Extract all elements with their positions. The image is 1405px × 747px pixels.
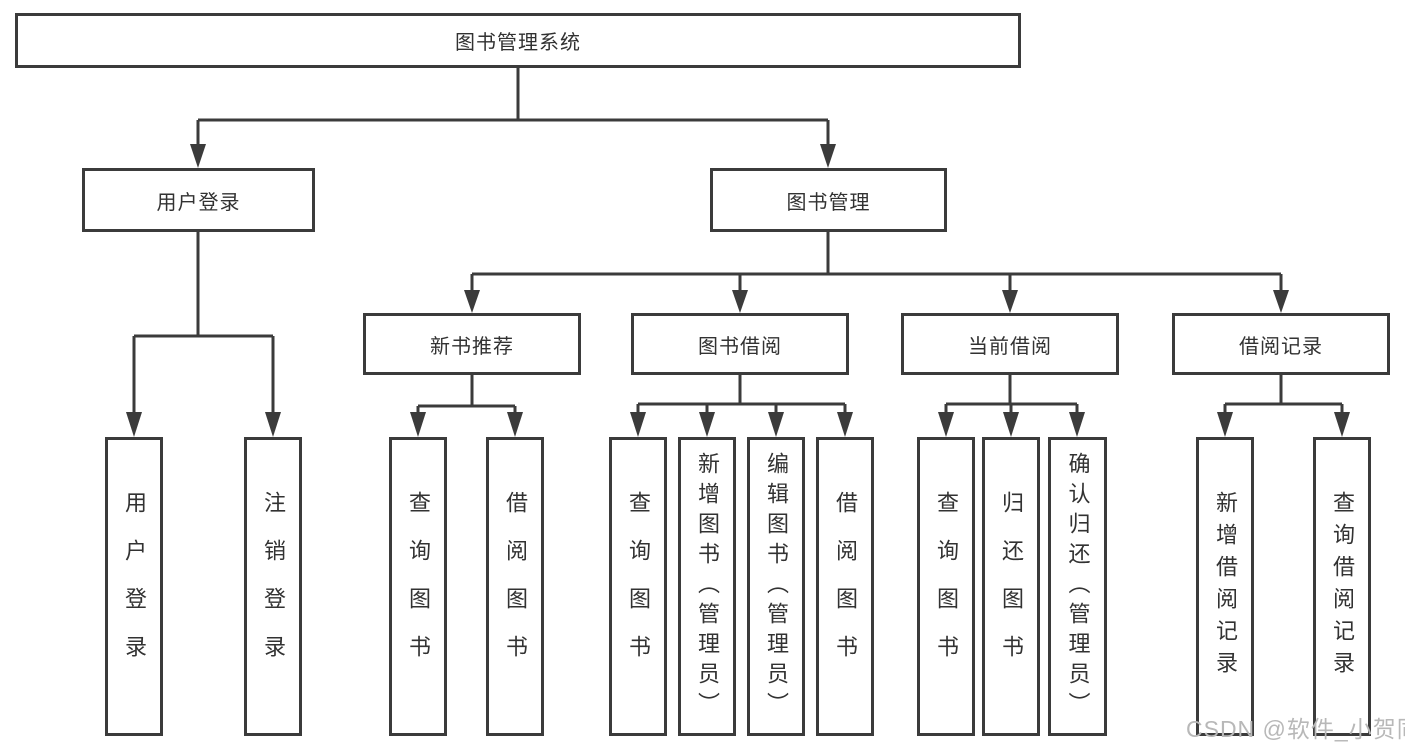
- leaf-label: 借阅图书: [503, 490, 528, 683]
- node-book-borrow: 图书借阅: [631, 313, 849, 375]
- leaf-label: 新增借阅记录: [1213, 490, 1238, 683]
- leaf-label: 查询图书: [934, 490, 959, 683]
- leaf-query-book-borrow: 查询图书: [609, 437, 667, 736]
- node-current-borrow: 当前借阅: [901, 313, 1119, 375]
- node-label: 图书管理系统: [455, 32, 581, 54]
- node-new-book-recommend: 新书推荐: [363, 313, 581, 375]
- node-label: 图书管理: [786, 191, 871, 214]
- leaf-label: 归还图书: [999, 490, 1024, 683]
- node-label: 图书借阅: [698, 335, 782, 358]
- node-library-system: 图书管理系统: [15, 13, 1021, 68]
- leaf-label: 借阅图书: [833, 490, 858, 683]
- leaf-edit-book-admin: 编辑图书（管理员）: [747, 437, 805, 736]
- leaf-query-book-recommend: 查询图书: [389, 437, 447, 736]
- node-borrow-records: 借阅记录: [1172, 313, 1390, 375]
- leaf-user-login: 用户登录: [105, 437, 163, 736]
- leaf-label: 确认归还（管理员）: [1065, 451, 1091, 722]
- leaf-label: 查询图书: [406, 490, 431, 683]
- node-label: 新书推荐: [430, 335, 514, 358]
- arrowheads: [126, 144, 1350, 437]
- leaf-borrow-book: 借阅图书: [816, 437, 874, 736]
- leaf-add-book-admin: 新增图书（管理员）: [678, 437, 736, 736]
- node-label: 用户登录: [156, 191, 241, 214]
- node-user-login: 用户登录: [82, 168, 315, 232]
- leaf-label: 查询借阅记录: [1330, 490, 1355, 683]
- leaf-return-book: 归还图书: [982, 437, 1040, 736]
- node-label: 当前借阅: [968, 335, 1052, 358]
- node-label: 借阅记录: [1239, 335, 1323, 358]
- node-book-management: 图书管理: [710, 168, 947, 232]
- leaf-borrow-book-recommend: 借阅图书: [486, 437, 544, 736]
- leaf-label: 用户登录: [122, 490, 147, 683]
- leaf-label: 查询图书: [626, 490, 651, 683]
- leaf-label: 编辑图书（管理员）: [764, 451, 789, 722]
- leaf-logout: 注销登录: [244, 437, 302, 736]
- leaf-query-book-current: 查询图书: [917, 437, 975, 736]
- leaf-add-borrow-record: 新增借阅记录: [1196, 437, 1254, 736]
- csdn-watermark: CSDN @软件_小贺同学: [1186, 716, 1405, 742]
- leaf-query-borrow-record: 查询借阅记录: [1313, 437, 1371, 736]
- leaf-confirm-return-admin: 确认归还（管理员）: [1048, 437, 1107, 736]
- leaf-label: 注销登录: [261, 490, 286, 683]
- leaf-label: 新增图书（管理员）: [695, 451, 720, 722]
